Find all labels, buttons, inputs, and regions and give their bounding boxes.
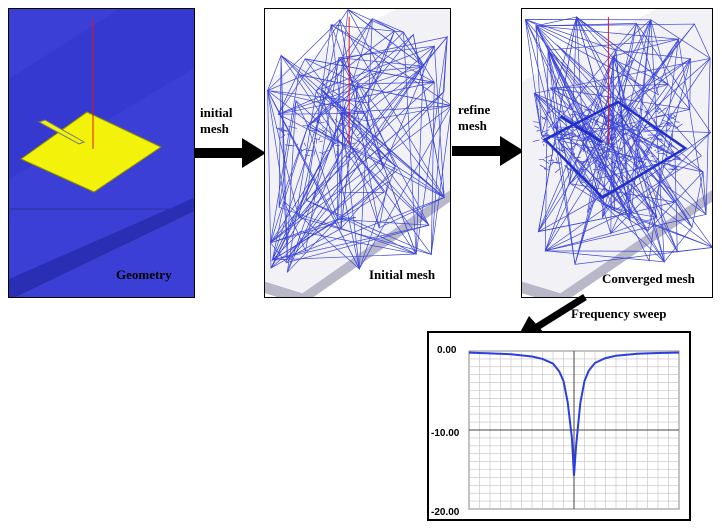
y-tick-label: -10.00 <box>431 428 460 439</box>
geometry-panel: Geometry <box>8 8 195 298</box>
geometry-caption: Geometry <box>116 267 172 282</box>
mesh-lines <box>267 9 450 273</box>
refine-mesh-arrow <box>452 136 524 166</box>
initial-mesh-view <box>265 9 450 297</box>
initial-mesh-caption: Initial mesh <box>369 267 436 282</box>
refine-mesh-step-label: refine mesh <box>458 102 490 134</box>
converged-mesh-panel: Converged mesh <box>521 8 713 298</box>
initial-mesh-arrow <box>194 138 266 168</box>
plot-canvas <box>468 350 680 510</box>
feed-line-shape <box>37 119 86 145</box>
s-parameter-curve <box>468 351 680 476</box>
frequency-sweep-label: Frequency sweep <box>571 306 667 321</box>
converged-mesh-caption: Converged mesh <box>602 271 695 286</box>
geometry-view <box>9 9 194 297</box>
step-label-line: initial <box>200 105 233 120</box>
step-label-line: refine <box>458 102 491 117</box>
mesh-lines <box>524 16 712 265</box>
frequency-sweep-plot: 0.00 -10.00 -20.00 <box>427 331 691 521</box>
patch-shape <box>20 111 163 193</box>
step-label-line: mesh <box>200 121 229 136</box>
y-tick-label: -20.00 <box>431 507 460 518</box>
initial-mesh-panel: Initial mesh <box>264 8 451 298</box>
step-label-line: mesh <box>458 118 487 133</box>
converged-mesh-view <box>522 9 712 297</box>
initial-mesh-step-label: initial mesh <box>200 105 233 137</box>
y-tick-label: 0.00 <box>437 345 457 356</box>
